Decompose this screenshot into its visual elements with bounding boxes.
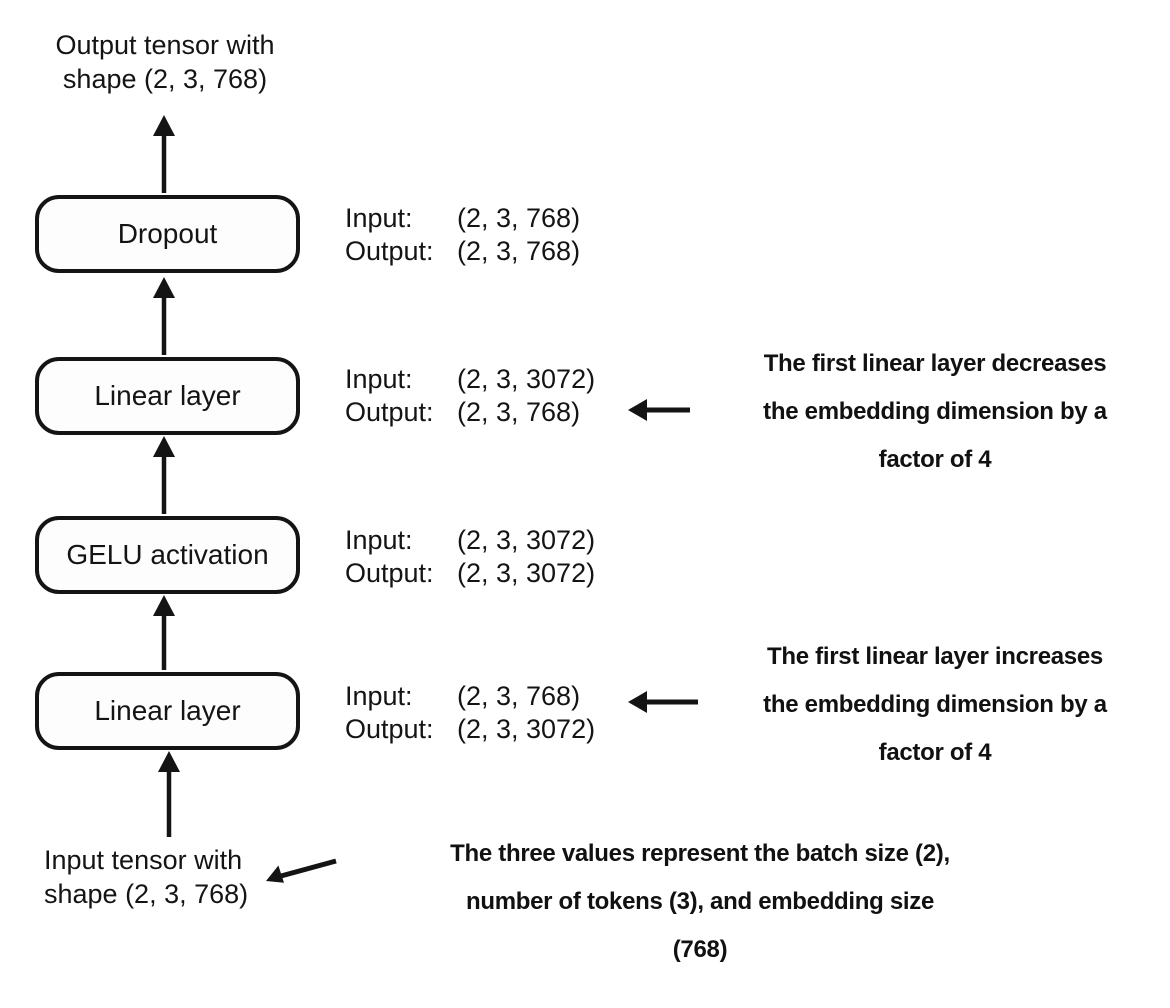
annotation-line: factor of 4	[878, 446, 992, 473]
io-shapes-linear-2: Input: (2, 3, 3072) Output: (2, 3, 768)	[345, 363, 675, 429]
io-shapes-linear-1: Input: (2, 3, 768) Output: (2, 3, 3072)	[345, 680, 675, 746]
io-output-label: Output:	[345, 558, 434, 588]
output-tensor-label: Output tensor with shape (2, 3, 768)	[20, 28, 310, 96]
layer-box-label: GELU activation	[66, 539, 269, 570]
layer-box-linear-1: Linear layer	[35, 672, 300, 750]
io-input-value: (2, 3, 768)	[457, 203, 581, 233]
io-input-label: Input:	[345, 525, 413, 555]
annotation-line: the embedding dimension by a	[763, 398, 1107, 425]
annotation-linear-decreases: The first linear layer decreases the emb…	[710, 340, 1160, 484]
up-arrow-icon	[153, 115, 175, 193]
up-arrow-icon	[153, 436, 175, 514]
io-input-label: Input:	[345, 681, 413, 711]
layer-box-gelu: GELU activation	[35, 516, 300, 594]
input-tensor-label: Input tensor with shape (2, 3, 768)	[44, 843, 344, 911]
io-shapes-dropout: Input: (2, 3, 768) Output: (2, 3, 768)	[345, 202, 675, 268]
annotation-line: The three values represent the batch siz…	[450, 840, 950, 867]
io-output-label: Output:	[345, 397, 434, 427]
layer-box-label: Dropout	[117, 218, 218, 249]
layer-box-linear-2: Linear layer	[35, 357, 300, 435]
io-output-value: (2, 3, 768)	[457, 236, 581, 266]
annotation-line: The first linear layer increases	[767, 643, 1103, 670]
layer-box-label: Linear layer	[94, 695, 241, 726]
up-arrow-icon	[153, 277, 175, 355]
layer-box-label: Linear layer	[94, 380, 241, 411]
annotation-line: (768)	[672, 936, 728, 963]
input-tensor-label-line1: Input tensor with	[44, 845, 243, 875]
output-tensor-label-line2: shape (2, 3, 768)	[62, 64, 268, 94]
input-tensor-label-line2: shape (2, 3, 768)	[44, 879, 249, 909]
annotation-linear-increases: The first linear layer increases the emb…	[710, 633, 1160, 777]
left-arrow-icon	[628, 691, 698, 713]
angled-left-arrow-icon	[266, 858, 337, 883]
layer-box-dropout: Dropout	[35, 195, 300, 273]
io-output-value: (2, 3, 3072)	[457, 714, 596, 744]
output-tensor-label-line1: Output tensor with	[55, 30, 275, 60]
up-arrow-icon	[158, 751, 180, 837]
left-arrow-icon	[628, 399, 690, 421]
io-input-label: Input:	[345, 364, 413, 394]
io-output-label: Output:	[345, 714, 434, 744]
io-input-value: (2, 3, 3072)	[457, 525, 596, 555]
annotation-line: the embedding dimension by a	[763, 691, 1107, 718]
io-input-label: Input:	[345, 203, 413, 233]
annotation-shape-meaning: The three values represent the batch siz…	[390, 830, 1010, 974]
io-input-value: (2, 3, 3072)	[457, 364, 596, 394]
up-arrow-icon	[153, 595, 175, 670]
io-output-value: (2, 3, 768)	[457, 397, 581, 427]
io-input-value: (2, 3, 768)	[457, 681, 581, 711]
io-shapes-gelu: Input: (2, 3, 3072) Output: (2, 3, 3072)	[345, 524, 675, 590]
io-output-value: (2, 3, 3072)	[457, 558, 596, 588]
annotation-line: The first linear layer decreases	[763, 350, 1107, 377]
io-output-label: Output:	[345, 236, 434, 266]
annotation-line: factor of 4	[878, 739, 992, 766]
annotation-line: number of tokens (3), and embedding size	[465, 888, 935, 915]
